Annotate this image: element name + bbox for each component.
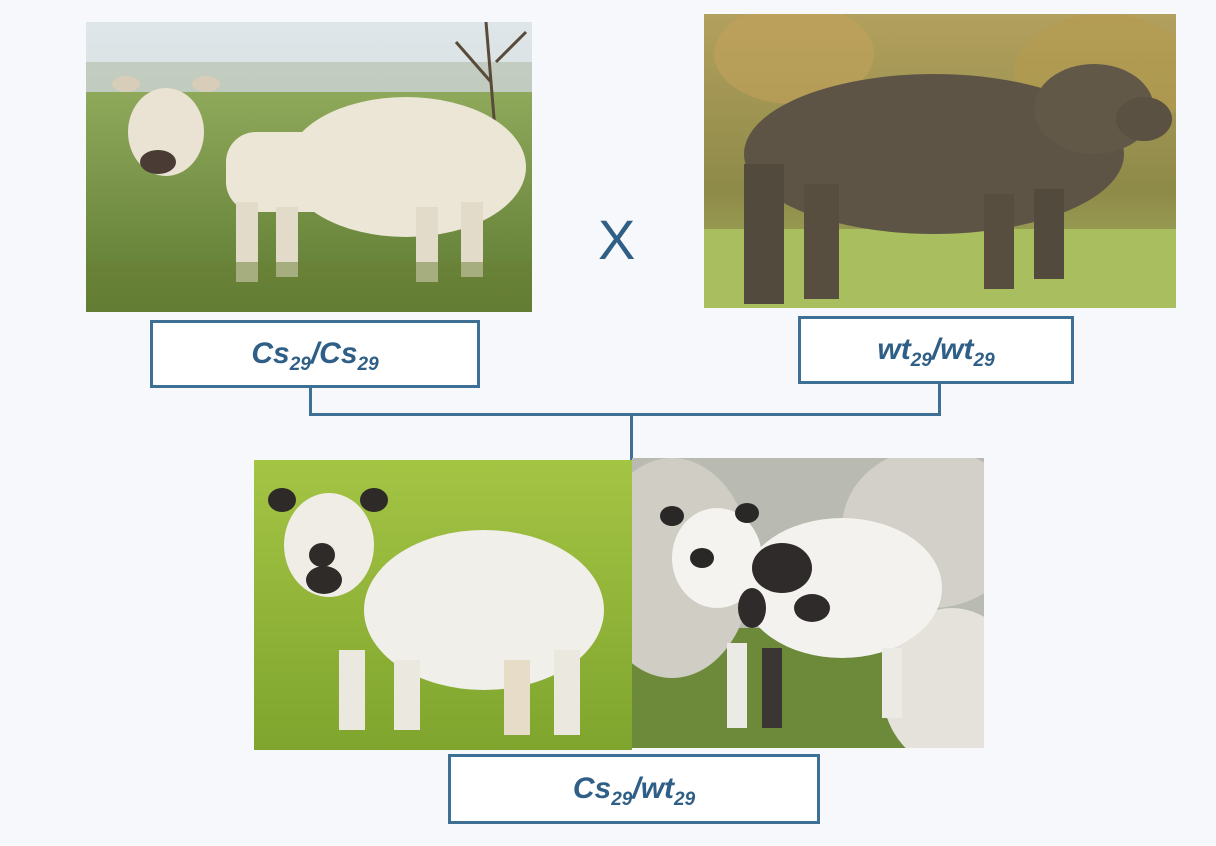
connector-horizontal bbox=[309, 413, 941, 416]
father-genotype-box: wt29/wt29 bbox=[798, 316, 1074, 384]
offspring-genotype-label: Cs29/wt29 bbox=[573, 772, 695, 806]
mother-genotype-label: Cs29/Cs29 bbox=[251, 337, 378, 371]
cross-symbol: X bbox=[598, 212, 635, 268]
offspring-genotype-box: Cs29/wt29 bbox=[448, 754, 820, 824]
spotted-calf-photo bbox=[632, 458, 984, 748]
connector-father-down bbox=[938, 384, 941, 416]
connector-offspring-down bbox=[630, 413, 633, 460]
father-genotype-label: wt29/wt29 bbox=[877, 333, 994, 367]
connector-mother-down bbox=[309, 388, 312, 416]
mother-genotype-box: Cs29/Cs29 bbox=[150, 320, 480, 388]
dark-bull-photo bbox=[704, 14, 1176, 308]
white-calf-photo bbox=[254, 460, 632, 750]
white-cow-photo bbox=[86, 22, 532, 312]
